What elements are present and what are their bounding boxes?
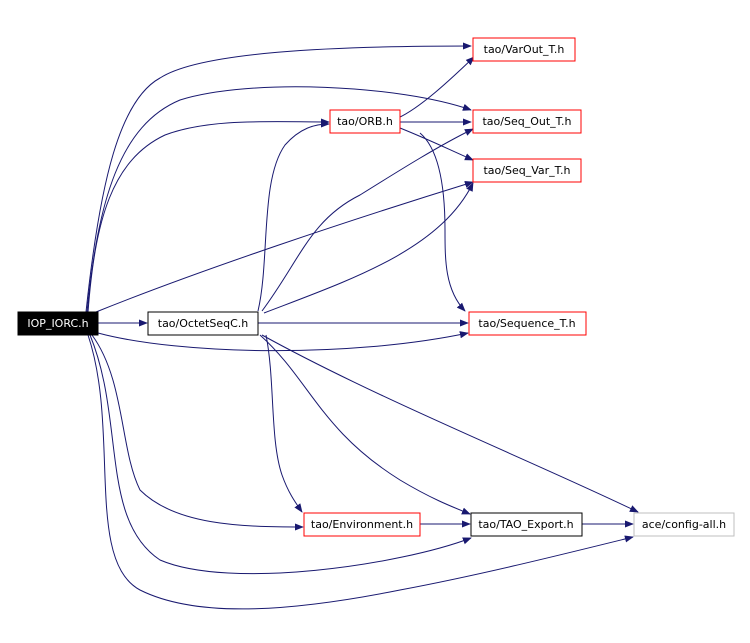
edge-iop-to-environment xyxy=(91,334,304,531)
edge-octetseqc-to-environment xyxy=(265,334,303,513)
edge-iop-to-seqout xyxy=(86,86,472,313)
edge-orb-to-varout xyxy=(397,56,475,119)
node-taoexport-label: tao/TAO_Export.h xyxy=(478,518,573,531)
node-environment-label: tao/Environment.h xyxy=(311,518,413,531)
node-environment[interactable]: tao/Environment.h xyxy=(303,512,421,537)
edge-iop-to-seqvar xyxy=(95,180,474,313)
node-orb[interactable]: tao/ORB.h xyxy=(329,109,401,134)
node-iop-iorc-label: IOP_IORC.h xyxy=(27,317,88,330)
node-taoexport[interactable]: tao/TAO_Export.h xyxy=(470,512,583,537)
node-seqvar[interactable]: tao/Seq_Var_T.h xyxy=(472,158,582,183)
node-varout[interactable]: tao/VarOut_T.h xyxy=(472,37,576,62)
edge-orb-to-seqvar xyxy=(399,127,474,161)
edges xyxy=(85,42,639,610)
edge-orb-to-sequence xyxy=(419,132,466,312)
edge-octetseqc-to-taoexport xyxy=(259,334,471,515)
edge-octetseqc-to-seqvar xyxy=(263,182,474,314)
node-iop-iorc[interactable]: IOP_IORC.h xyxy=(17,311,99,336)
edge-octetseqc-to-orb xyxy=(257,120,330,312)
node-configall-label: ace/config-all.h xyxy=(642,518,726,531)
edge-octetseqc-to-seqout xyxy=(261,128,474,312)
node-sequence[interactable]: tao/Sequence_T.h xyxy=(468,311,587,336)
edge-iop-to-varout xyxy=(85,42,472,313)
node-varout-label: tao/VarOut_T.h xyxy=(484,43,565,56)
node-octetseqc-label: tao/OctetSeqC.h xyxy=(158,317,248,330)
edge-iop-to-orb xyxy=(87,118,330,313)
node-orb-label: tao/ORB.h xyxy=(337,115,393,128)
node-seqout[interactable]: tao/Seq_Out_T.h xyxy=(472,109,582,134)
node-octetseqc[interactable]: tao/OctetSeqC.h xyxy=(147,311,259,336)
edge-iop-to-configall xyxy=(87,334,634,610)
nodes: IOP_IORC.h tao/OctetSeqC.h tao/ORB.h tao… xyxy=(17,37,735,537)
node-configall[interactable]: ace/config-all.h xyxy=(633,512,735,537)
edge-iop-to-sequence xyxy=(97,331,469,352)
node-seqvar-label: tao/Seq_Var_T.h xyxy=(483,164,570,177)
node-sequence-label: tao/Sequence_T.h xyxy=(478,317,575,330)
edge-octetseqc-to-configall xyxy=(261,334,639,513)
edge-iop-to-taoexport xyxy=(89,334,472,575)
node-seqout-label: tao/Seq_Out_T.h xyxy=(482,115,571,128)
